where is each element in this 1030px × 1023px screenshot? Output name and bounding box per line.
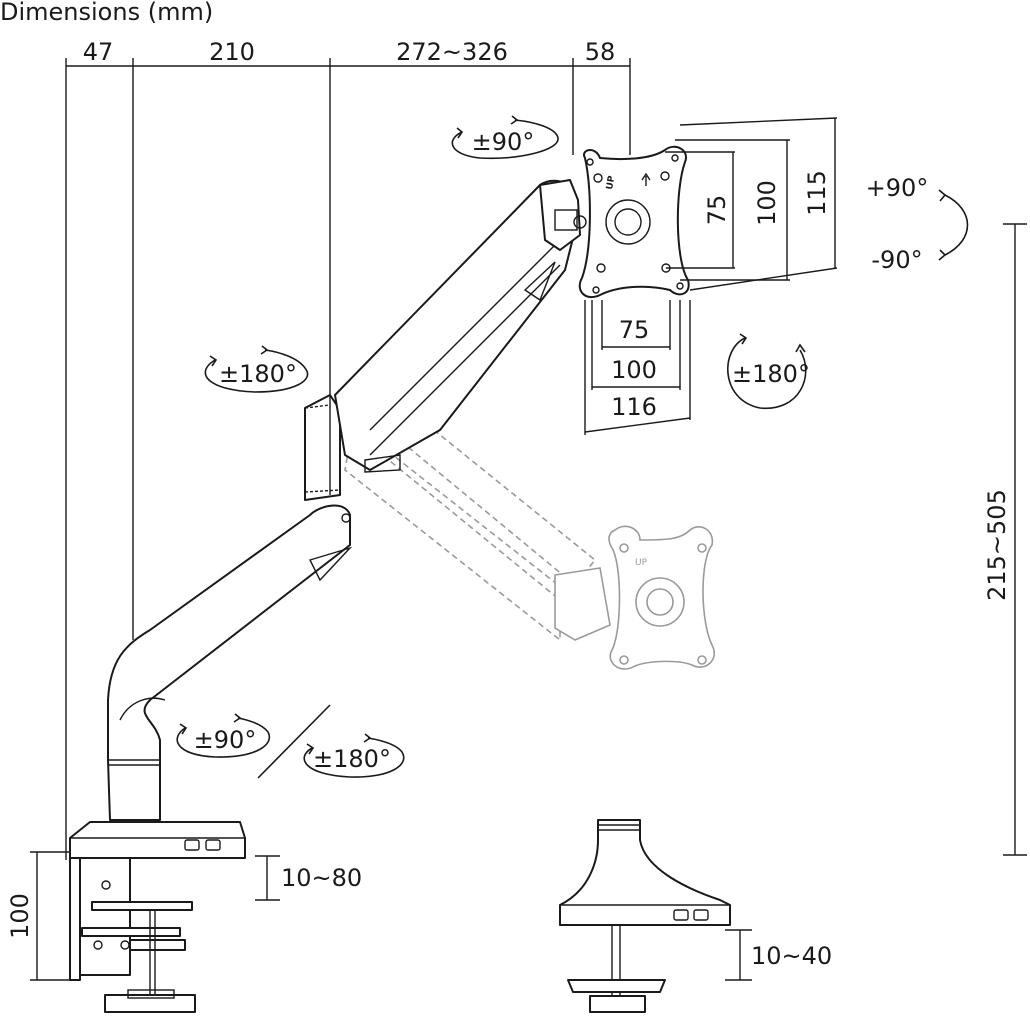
base-rotate-label: ±180° [313,745,391,773]
rotation-base-swivel: ±90° [176,713,271,758]
dimension-272-326: 272~326 [396,38,508,66]
vesa-width-100: 100 [611,356,657,384]
vesa-height-115: 115 [803,170,831,216]
vesa-width-116: 116 [611,393,657,421]
rotation-head-swivel: ±90° [451,115,559,160]
tilt-head [539,179,587,251]
rotation-elbow: ±180° [204,345,309,393]
up-marking: UP [605,175,617,191]
vesa-height-75: 75 [703,195,731,226]
clamp-desk-thickness-label: 10~80 [281,864,362,892]
elbow-rotate-label: ±180° [219,360,297,388]
vesa-horizontal-dimensions: 75 100 116 [584,300,691,435]
head-swivel-label: ±90° [472,128,535,156]
vesa-height-100: 100 [753,180,781,226]
height-range-dimension: 215~505 [983,223,1027,856]
dimension-58: 58 [585,38,616,66]
dimension-210: 210 [209,38,255,66]
diagram-title: Dimensions (mm) [0,0,213,26]
grommet-mount: 10~40 [559,819,832,1013]
vesa-vertical-dimensions: 75 100 115 [665,117,838,291]
ghost-up-marking: UP [635,558,648,568]
elbow-joint [304,394,341,501]
vesa-width-75: 75 [619,316,650,344]
lower-arm [107,504,353,821]
clamp-dimensions: 100 10~80 [6,851,362,981]
rotation-base: ±180° [257,704,405,779]
plate-rotate-label: ±180° [732,360,810,388]
tilt-down-label: -90° [871,246,922,274]
rotation-plate: ±180° [727,333,810,409]
top-dimension-chain: 47 210 272~326 58 [65,38,631,860]
grommet-desk-thickness-label: 10~40 [751,942,832,970]
rotation-plate-tilt: +90° -90° [866,174,969,274]
upper-arm [334,179,576,473]
clamp-height-label: 100 [6,893,34,939]
dimension-47: 47 [83,38,114,66]
base-swivel-label: ±90° [194,726,257,754]
desk-clamp [69,821,246,1013]
height-range-label: 215~505 [983,489,1011,601]
vesa-plate: UP [578,145,690,298]
tilt-up-label: +90° [866,174,929,202]
